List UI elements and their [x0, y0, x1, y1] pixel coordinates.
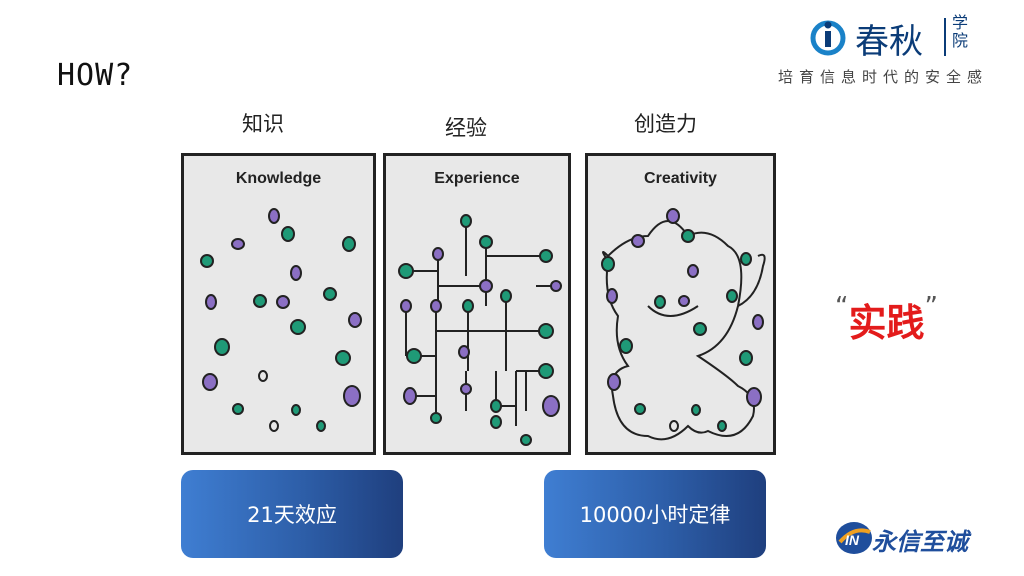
knowledge-panel-title: Knowledge	[235, 170, 322, 187]
knowledge-dots	[200, 208, 362, 432]
practice-quote: “实践”	[835, 292, 938, 347]
quote-text: 实践	[848, 301, 925, 345]
column-heading-creativity: 创造力	[634, 112, 697, 136]
brand-divider	[944, 18, 946, 56]
svg-text:IN: IN	[845, 532, 860, 548]
knowledge-panel: Knowledge	[181, 153, 376, 455]
column-heading-experience: 经验	[445, 116, 487, 140]
column-heading-knowledge: 知识	[242, 112, 284, 136]
experience-panel: Experience	[383, 153, 571, 455]
experience-network	[398, 214, 562, 446]
creativity-panel-title: Creativity	[644, 170, 717, 187]
quote-open: “	[835, 292, 849, 322]
21-day-effect-button[interactable]: 21天效应	[181, 470, 403, 558]
brand-tagline: 培育信息时代的安全感	[778, 68, 989, 86]
10000-hour-rule-button[interactable]: 10000小时定律	[544, 470, 766, 558]
in-logo-icon: IN	[836, 522, 872, 554]
slide-title: HOW?	[57, 58, 134, 93]
creativity-bear-drawing	[601, 208, 766, 441]
10000-hour-rule-label: 10000小时定律	[579, 503, 731, 527]
brand-sub: 学院	[952, 13, 969, 50]
brand-name: 春秋	[855, 22, 923, 62]
creativity-panel: Creativity	[585, 153, 776, 455]
experience-panel-title: Experience	[434, 170, 520, 187]
i-logo-icon	[810, 20, 846, 56]
quote-close: ”	[924, 292, 938, 322]
21-day-effect-label: 21天效应	[247, 503, 337, 527]
footer-brand-name: 永信至诚	[872, 528, 968, 556]
